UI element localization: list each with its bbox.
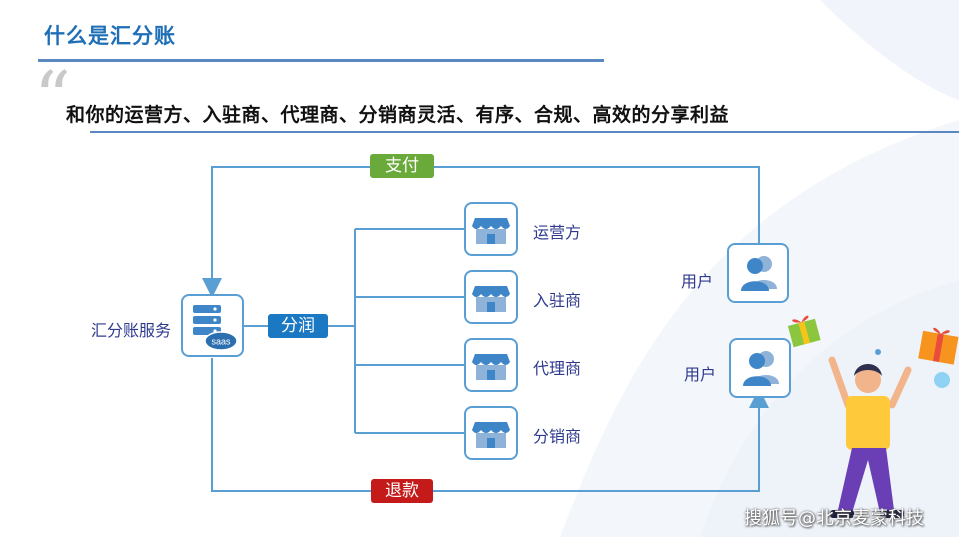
- server-saas-icon: saas: [181, 294, 244, 357]
- subtitle-underline: [90, 131, 959, 133]
- page-title: 什么是汇分账: [44, 24, 176, 48]
- pay-badge: 支付: [370, 154, 434, 178]
- refund-path: [211, 358, 769, 492]
- refund-badge: 退款: [371, 479, 433, 503]
- user-group-icon: [729, 338, 791, 398]
- merchant-label: 入驻商: [533, 291, 582, 310]
- merchant-label: 代理商: [533, 359, 582, 378]
- user-top-label: 用户: [681, 272, 714, 291]
- store-icon: [464, 270, 518, 324]
- person-with-gifts-illustration: [787, 315, 959, 518]
- svg-text:saas: saas: [211, 337, 231, 347]
- store-icon: [464, 406, 518, 460]
- store-icon: [464, 338, 518, 392]
- title-underline: [38, 59, 604, 62]
- store-icon: [464, 202, 518, 256]
- quote-mark-icon: “: [34, 56, 71, 140]
- merchant-label: 分销商: [533, 427, 582, 446]
- page-subtitle: 和你的运营方、入驻商、代理商、分销商灵活、有序、合规、高效的分享利益: [66, 104, 730, 126]
- service-label: 汇分账服务: [91, 321, 172, 340]
- user-bottom-label: 用户: [684, 365, 717, 384]
- watermark-text: 搜狐号@北京麦蒙科技: [744, 508, 924, 529]
- merchant-label: 运营方: [533, 223, 582, 242]
- user-group-icon: [727, 243, 789, 303]
- pay-path: [202, 166, 760, 298]
- share-badge: 分润: [268, 314, 328, 338]
